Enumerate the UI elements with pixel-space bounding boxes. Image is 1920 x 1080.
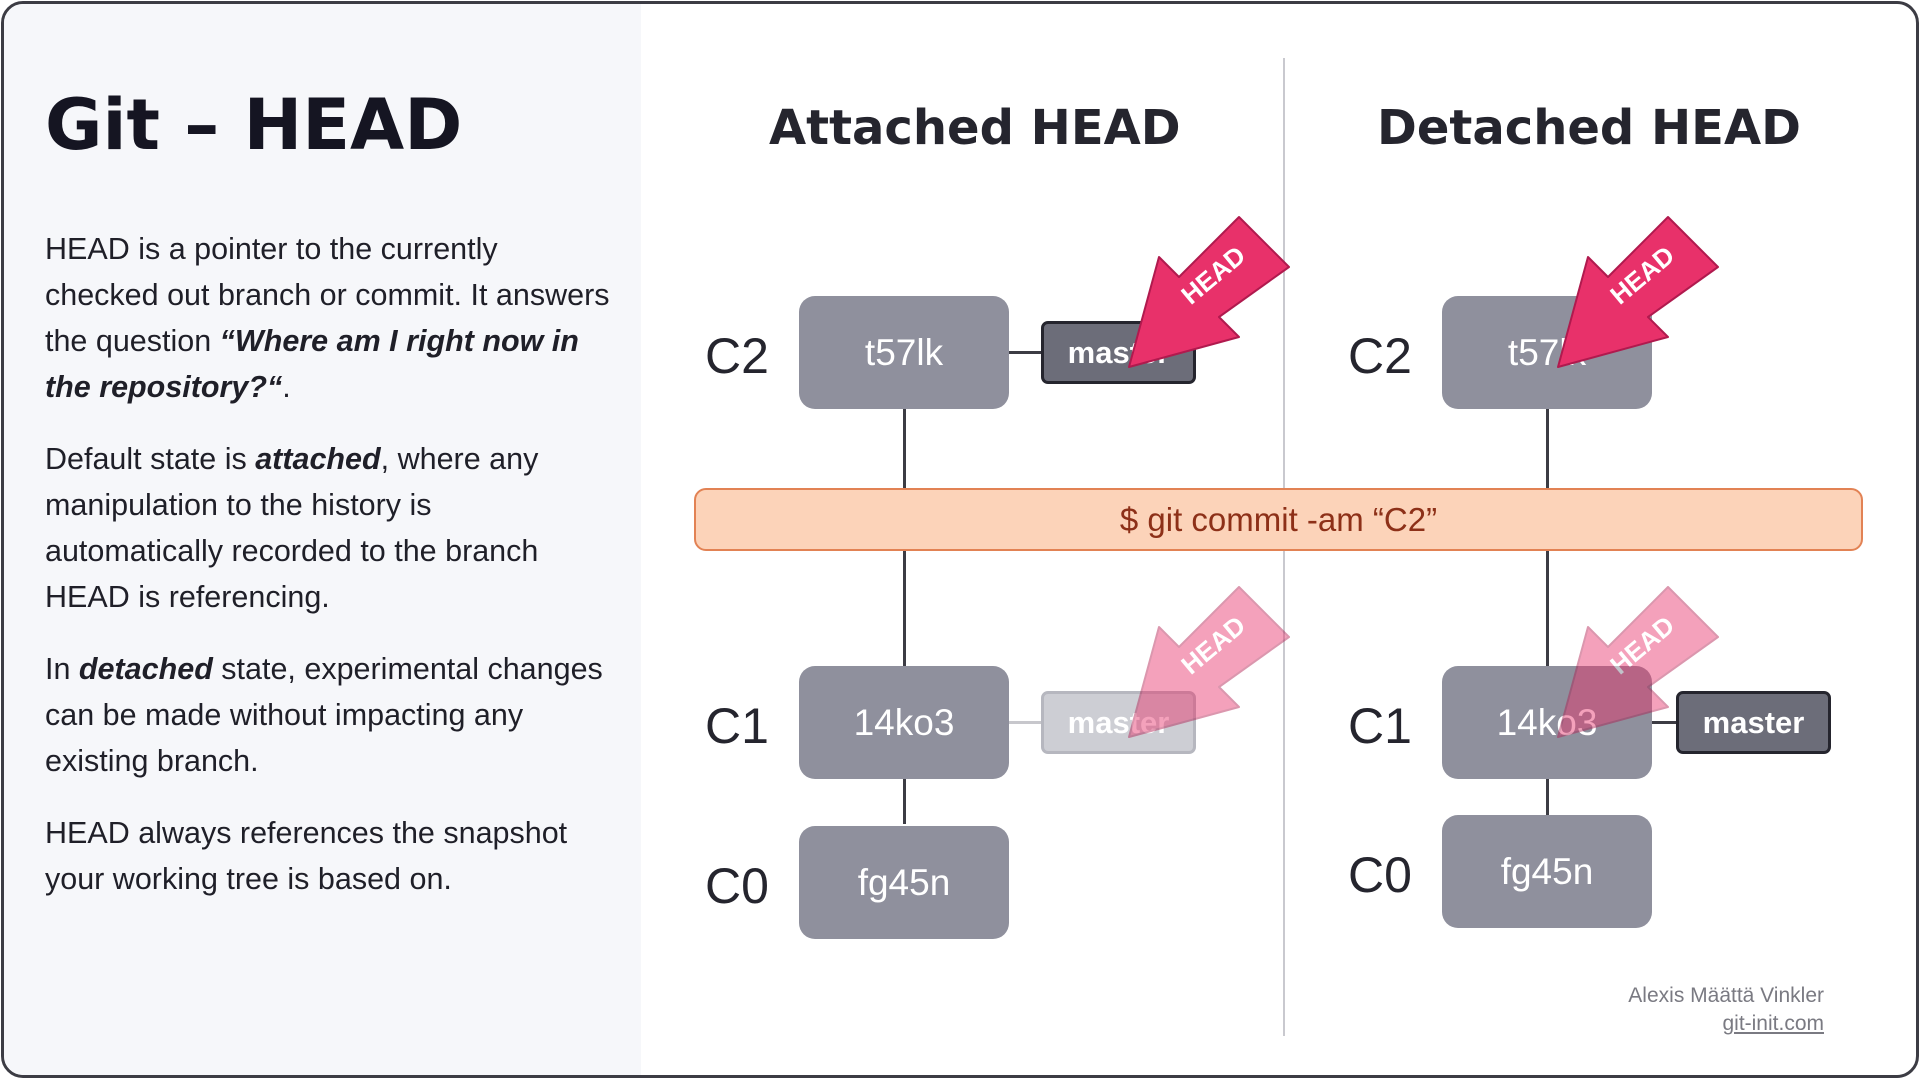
git-command: $ git commit -am “C2” — [694, 488, 1863, 551]
paragraph-text: state, experimental changes can be made … — [45, 652, 603, 778]
detached-heading: Detached HEAD — [1377, 100, 1801, 156]
attached-c0-label: C0 — [705, 858, 769, 914]
paragraph-attached: Default state is attached, where any man… — [45, 436, 615, 620]
page-title: Git – HEAD — [45, 84, 463, 166]
detached-c0-label: C0 — [1348, 847, 1412, 903]
attached-old-branch-connector — [1009, 721, 1041, 724]
attached-head-arrow-previous-icon: HEAD — [1128, 586, 1290, 738]
credit-author: Alexis Määttä Vinkler — [1628, 984, 1824, 1007]
attached-head-arrow-icon: HEAD — [1128, 216, 1290, 368]
description: HEAD is a pointer to the currently check… — [45, 226, 615, 928]
attached-c2-label: C2 — [705, 328, 769, 384]
paragraph-snapshot: HEAD always references the snapshot your… — [45, 816, 568, 896]
emphasis-detached: detached — [78, 652, 213, 686]
detached-branch-connector — [1652, 721, 1676, 724]
detached-branch-master: master — [1676, 691, 1831, 754]
paragraph-text: Default state is — [45, 442, 256, 476]
paragraph-text: . — [282, 370, 291, 404]
paragraph-text: In — [45, 652, 79, 686]
detached-history-line — [1546, 404, 1549, 816]
paragraph-pointer: HEAD is a pointer to the currently check… — [45, 226, 615, 410]
emphasis-attached: attached — [255, 442, 381, 476]
attached-c1-label: C1 — [705, 698, 769, 754]
detached-c1-label: C1 — [1348, 698, 1412, 754]
detached-commit-c0: fg45n — [1442, 815, 1652, 928]
credit: Alexis Määttä Vinkler git-init.com — [1628, 982, 1824, 1038]
detached-head-arrow-previous-icon: HEAD — [1557, 586, 1719, 738]
detached-c2-label: C2 — [1348, 328, 1412, 384]
paragraph-text: , where any manipulation to the history … — [45, 442, 539, 614]
attached-commit-c2: t57lk — [799, 296, 1009, 409]
attached-commit-c1: 14ko3 — [799, 666, 1009, 779]
credit-site-link[interactable]: git-init.com — [1722, 1012, 1824, 1035]
paragraph-detached: In detached state, experimental changes … — [45, 646, 615, 784]
attached-commit-c0: fg45n — [799, 826, 1009, 939]
paragraph-text: HEAD is a pointer to the currently check… — [45, 232, 610, 358]
attached-history-line — [903, 404, 906, 824]
emphasis-question: “Where am I right now in the repository?… — [45, 324, 579, 404]
explanation-panel: Git – HEAD HEAD is a pointer to the curr… — [4, 4, 641, 1075]
detached-head-arrow-icon: HEAD — [1557, 216, 1719, 368]
attached-heading: Attached HEAD — [769, 100, 1181, 156]
attached-branch-connector — [1009, 351, 1041, 354]
